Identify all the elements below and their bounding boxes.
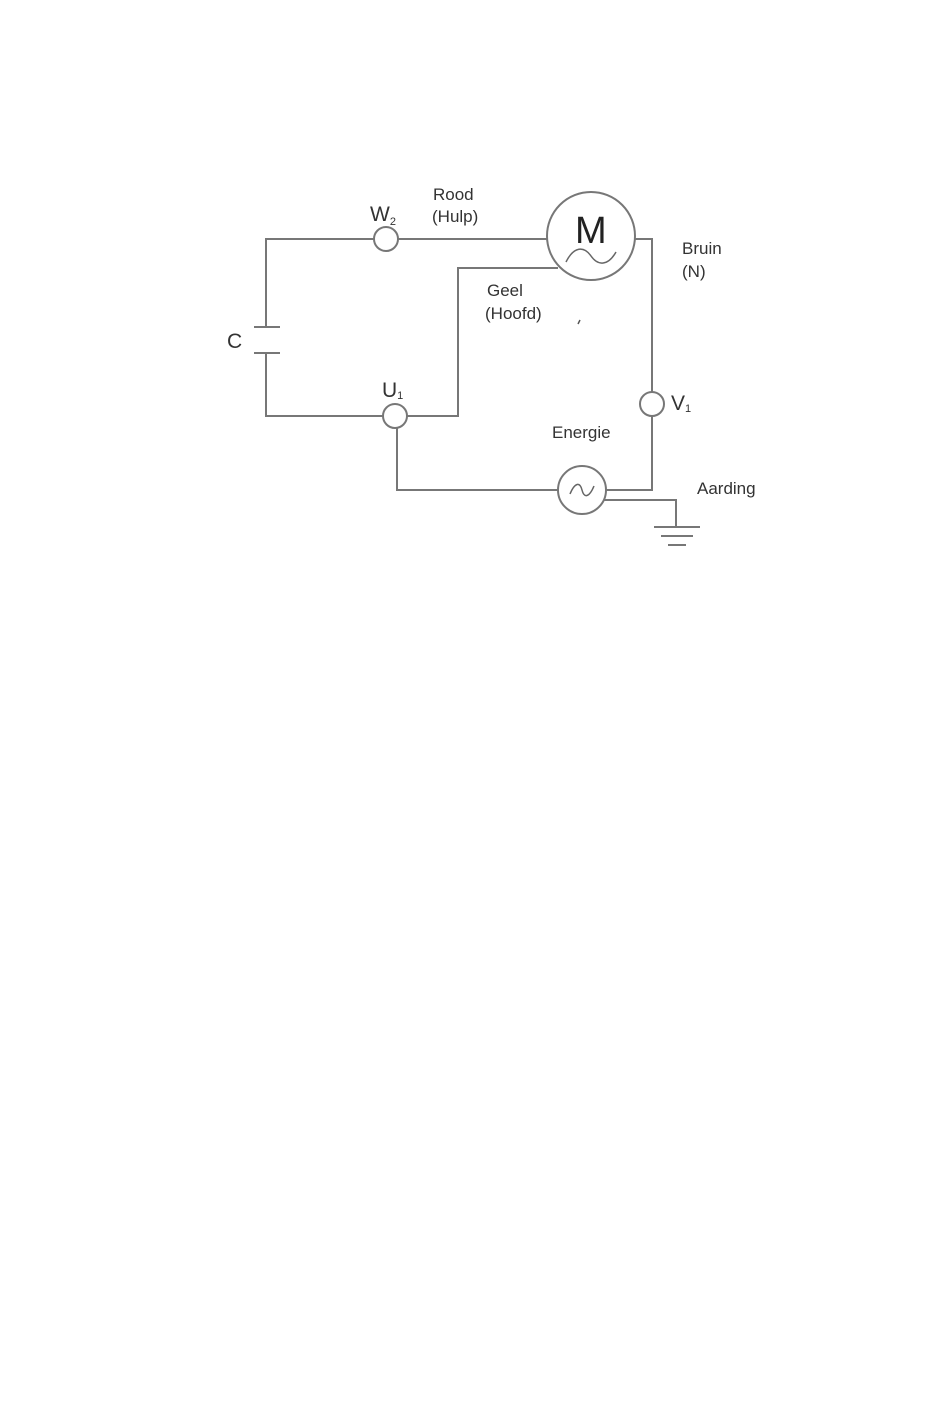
wire-yellow-role-label: (Hoofd) bbox=[485, 304, 542, 323]
wire-yellow bbox=[407, 268, 558, 416]
terminal-w2-sub: 2 bbox=[390, 216, 396, 228]
wire-red bbox=[266, 239, 374, 327]
ground-label: Aarding bbox=[697, 479, 756, 498]
terminal-w2-label: W2 bbox=[370, 203, 396, 228]
stray-mark bbox=[578, 320, 580, 324]
wire-red-role-label: (Hulp) bbox=[432, 207, 478, 226]
terminal-v1-label: V1 bbox=[671, 392, 691, 415]
capacitor-symbol bbox=[254, 327, 280, 353]
terminal-u1-letter: U bbox=[382, 379, 397, 402]
terminal-v1-sub: 1 bbox=[685, 403, 691, 415]
wire-brown-color-label: Bruin bbox=[682, 239, 722, 258]
terminal-w2-letter: W bbox=[370, 203, 390, 226]
terminal-w2 bbox=[374, 227, 398, 251]
terminal-u1-sub: 1 bbox=[397, 390, 403, 402]
wire-ground bbox=[603, 500, 676, 527]
wire-v1-to-power bbox=[606, 416, 652, 490]
wires bbox=[266, 239, 676, 527]
terminal-u1 bbox=[383, 404, 407, 428]
power-label: Energie bbox=[552, 423, 611, 442]
terminal-v1-letter: V bbox=[671, 392, 685, 415]
capacitor-label: C bbox=[227, 330, 242, 353]
wire-brown bbox=[632, 239, 652, 392]
power-source-symbol bbox=[558, 466, 606, 514]
wire-red-color-label: Rood bbox=[433, 185, 474, 204]
wire-u1-to-power bbox=[397, 428, 558, 490]
wire-yellow-color-label: Geel bbox=[487, 281, 523, 300]
terminal-v1 bbox=[640, 392, 664, 416]
wire-brown-role-label: (N) bbox=[682, 262, 706, 281]
terminal-u1-label: U1 bbox=[382, 379, 403, 402]
ground-icon bbox=[654, 527, 700, 545]
wire-capacitor-to-u1 bbox=[266, 353, 383, 416]
motor-label: M bbox=[575, 210, 607, 252]
